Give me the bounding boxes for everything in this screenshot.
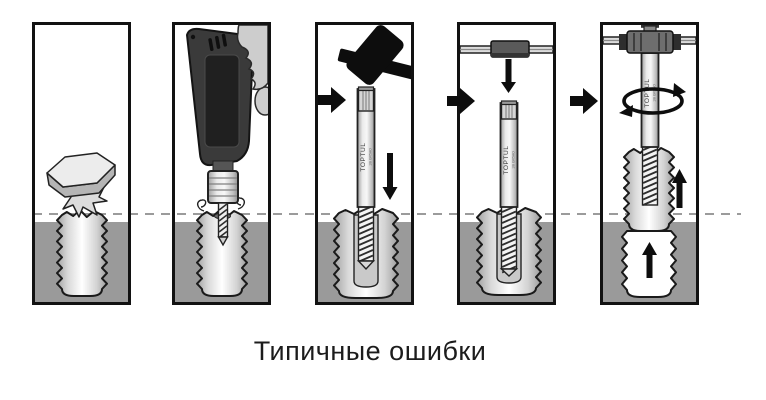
drill-icon [185,27,255,247]
step-5-extraction-panel: TOPTUL 1/8 GR5AO [600,22,699,305]
step-1-broken-bolt-panel [32,22,131,305]
brand-marking: TOPTUL [360,142,367,171]
step-3-hammer-extractor-panel: TOPTUL 1/8 GR5AO [315,22,414,305]
embedded-stud [196,209,248,297]
step-2-drilling-panel [172,22,271,305]
brand-marking: TOPTUL [644,78,651,107]
step-4-tap-wrench-panel: TOPTUL 1/8 GR5AO [457,22,556,305]
down-arrow-icon [382,153,398,200]
wrench-seating-illustration: TOPTUL 1/8 GR5AO [460,40,553,302]
size-marking: 1/8 GR5AO [653,84,657,102]
extractor-icon: TOPTUL 1/8 GR5AO [640,52,660,206]
extractor-icon: TOPTUL 1/8 GR5AO [356,86,376,271]
extractor-icon: TOPTUL 1/8 GR5AO [499,100,519,277]
step-arrow-icon [570,88,598,114]
extraction-illustration: TOPTUL 1/8 GR5AO [603,25,696,302]
chip-curl-left [197,199,207,212]
broken-bolt-head-icon [46,152,116,218]
rotation-arrow-icon [619,83,686,117]
step-arrow-icon [447,88,475,114]
hand-icon [236,25,268,116]
caption: Типичные ошибки [253,336,487,366]
up-arrow-icon [672,169,687,208]
size-marking: 1/8 GR5AO [369,148,373,166]
tap-wrench-icon [603,25,696,54]
up-arrow-in-hole-icon [642,242,657,278]
embedded-stud [56,209,108,297]
broken-bolt-illustration [35,152,128,302]
tap-wrench-icon [460,40,553,58]
hammering-illustration: TOPTUL 1/8 GR5AO [318,25,411,302]
drill-chuck [207,170,239,204]
down-arrow-icon [501,59,516,93]
brand-marking: TOPTUL [503,145,510,174]
drilling-illustration [175,25,268,302]
mallet-icon [337,25,411,85]
step-arrow-icon [318,87,346,113]
size-marking: 1/8 GR5AO [512,151,516,169]
